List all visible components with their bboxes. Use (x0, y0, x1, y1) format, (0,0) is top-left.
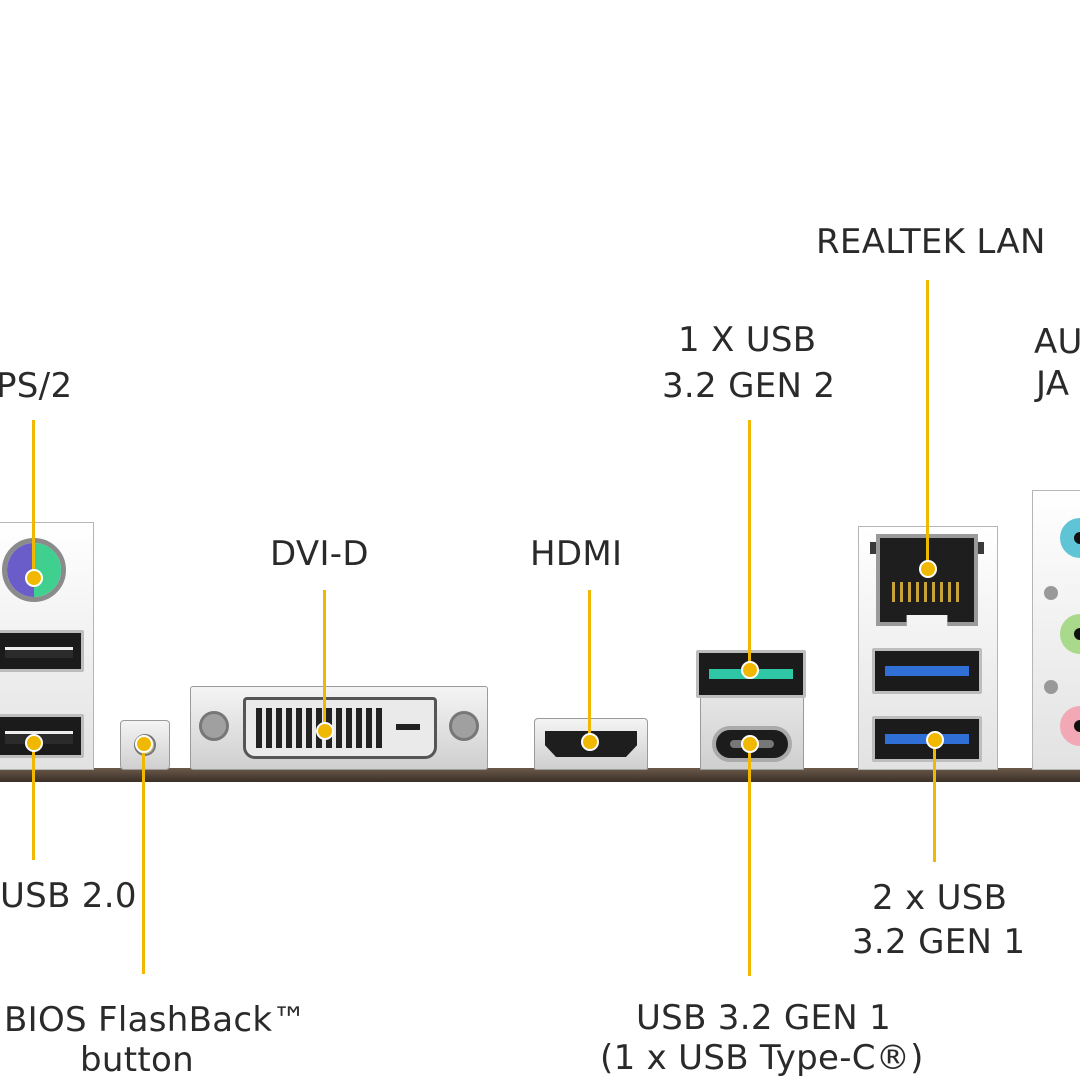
dvid-leader-line (323, 590, 326, 730)
typec-leader-line (748, 744, 751, 976)
usb-gen2-label-line1: 1 X USB (678, 320, 817, 360)
dvid-dot (316, 722, 334, 740)
usb-gen1-label-line1: 2 x USB (872, 878, 1008, 918)
audio-label-line2: JA (1036, 364, 1070, 404)
lan-label: REALTEK LAN (816, 222, 1046, 262)
usb20-port-bottom (0, 714, 84, 758)
bios-leader-line (142, 744, 145, 974)
typec-label-line1: USB 3.2 GEN 1 (636, 998, 892, 1038)
usb20-leader-line (32, 743, 35, 860)
audio-jack-mic (1060, 706, 1080, 746)
bios-dot (135, 735, 153, 753)
typec-dot (741, 735, 759, 753)
audio-jack-line-in (1060, 518, 1080, 558)
lan-dot (919, 560, 937, 578)
hdmi-dot (581, 733, 599, 751)
audio-label-line1: AU (1034, 322, 1080, 362)
dvi-screw-left (199, 711, 229, 741)
usb20-port-top (0, 630, 84, 672)
typec-label-line2: (1 x USB Type-C®) (600, 1038, 924, 1078)
hdmi-leader-line (588, 590, 591, 742)
usb20-label: USB 2.0 (0, 876, 137, 916)
usb-gen1-leader-line (933, 740, 936, 862)
ps2-label: PS/2 (0, 366, 73, 406)
bios-label-line1: BIOS FlashBack™ (4, 1000, 307, 1040)
usb-gen2-label-line2: 3.2 GEN 2 (662, 366, 836, 406)
usb-gen2-dot (741, 661, 759, 679)
usb-gen1-port-top (872, 648, 982, 694)
hdmi-label: HDMI (530, 534, 623, 574)
dvi-d-port (243, 697, 437, 759)
audio-screw-1 (1044, 586, 1058, 600)
lan-leader-line (926, 280, 929, 568)
ps2-leader-line (32, 420, 35, 578)
usb-gen1-label-line2: 3.2 GEN 1 (852, 922, 1026, 962)
dvi-d-shell (190, 686, 488, 770)
audio-jack-line-out (1060, 614, 1080, 654)
audio-screw-2 (1044, 680, 1058, 694)
usb-gen1-dot (926, 731, 944, 749)
dvi-screw-right (449, 711, 479, 741)
board-edge (0, 768, 1080, 782)
dvid-label: DVI-D (270, 534, 369, 574)
usb-gen2-leader-line (748, 420, 751, 670)
bios-label-line2: button (80, 1040, 194, 1080)
ps2-dot (25, 569, 43, 587)
usb20-dot (25, 734, 43, 752)
